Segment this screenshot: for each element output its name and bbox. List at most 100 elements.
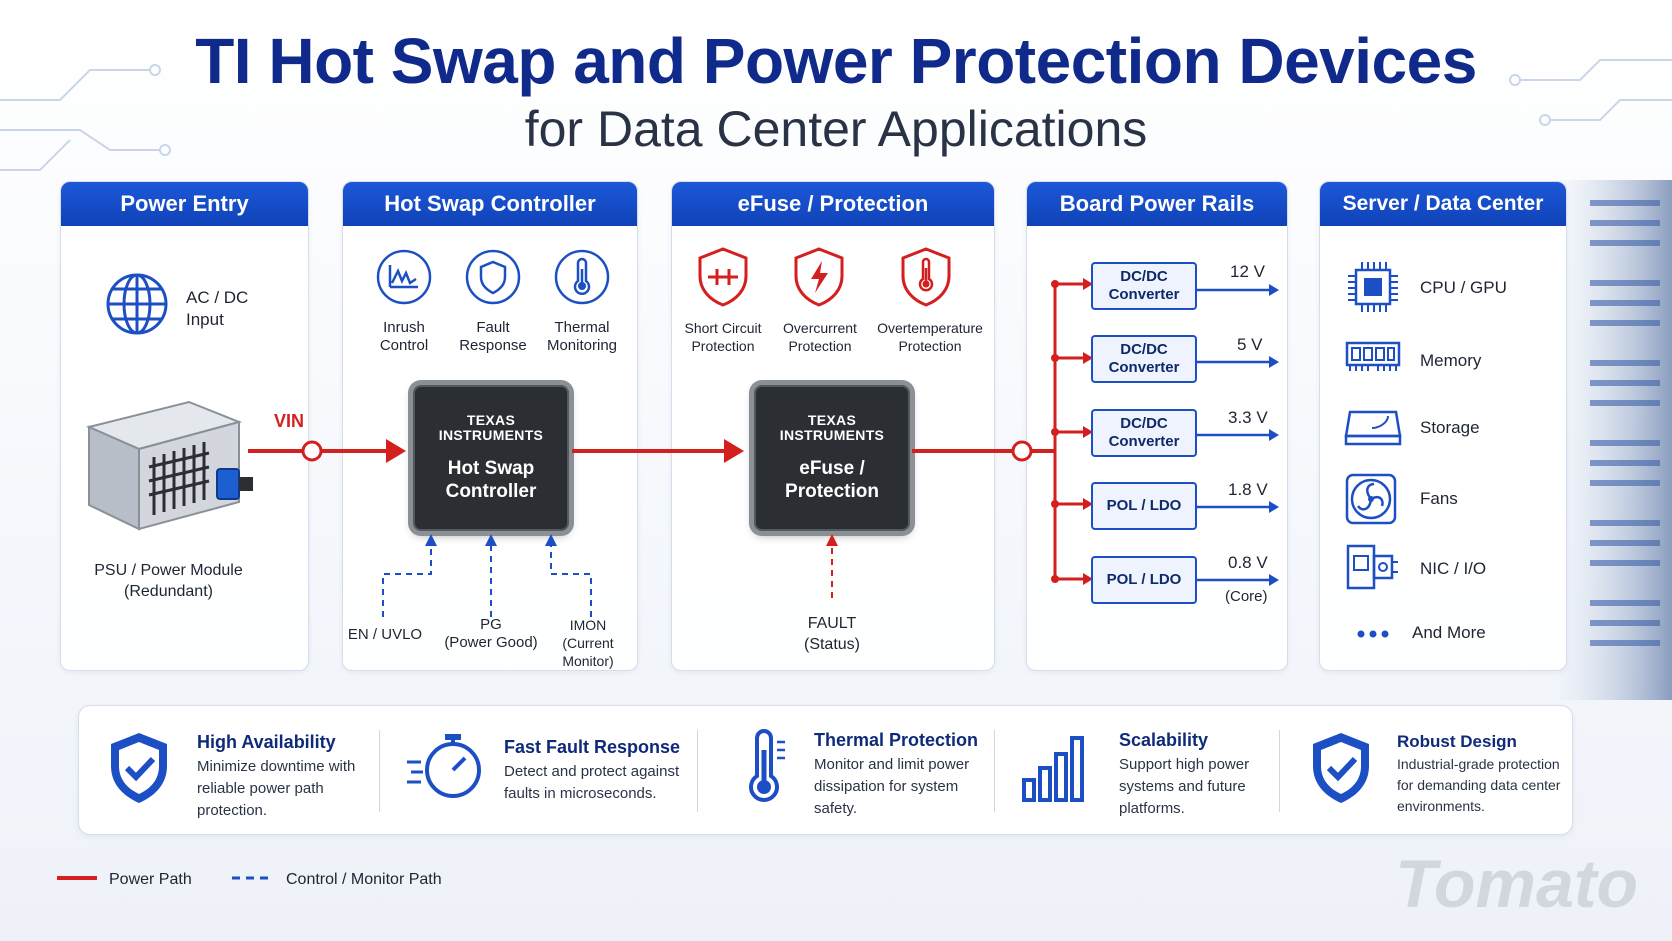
signal-pg: PG	[480, 616, 502, 633]
fan-icon	[1345, 473, 1397, 525]
input-label-line2: Input	[186, 310, 224, 329]
load-memory: Memory	[1420, 351, 1482, 370]
ef-icon-label-3a: Overtemperature	[877, 320, 983, 336]
panel-efuse-protection: eFuse / Protection Short Circuit Protect…	[671, 181, 995, 671]
fault-signal-line	[826, 534, 838, 598]
benefit-desc-3b: dissipation for system	[814, 778, 959, 795]
psu-module-icon	[85, 400, 253, 531]
benefit-desc-4a: Support high power	[1119, 756, 1250, 773]
input-label-line1: AC / DC	[186, 288, 249, 307]
page-subtitle: for Data Center Applications	[524, 101, 1148, 157]
panel-header-efuse: eFuse / Protection	[672, 182, 994, 226]
rail-distribution-lines	[1051, 278, 1279, 586]
rail-voltage-5v: 5 V	[1237, 335, 1263, 354]
benefit-desc-3c: safety.	[814, 800, 858, 817]
ef-icon-label-2a: Overcurrent	[783, 320, 857, 336]
benefit-desc-3a: Monitor and limit power	[814, 756, 970, 773]
legend-power-path: Power Path	[109, 871, 192, 888]
circuit-trace-decoration-left	[0, 64, 171, 171]
hs-icon-label-1a: Inrush	[383, 319, 425, 336]
benefit-desc-5c: environments.	[1397, 798, 1485, 814]
panel-header-rails: Board Power Rails	[1027, 182, 1287, 226]
signal-imon-desc: (Current Monitor)	[562, 635, 614, 669]
vin-label: VIN	[274, 411, 305, 431]
fault-status-label: (Status)	[803, 636, 860, 653]
stopwatch-icon	[407, 734, 481, 798]
ef-icon-label-1a: Short Circuit	[684, 320, 762, 336]
signal-imon: IMON	[569, 617, 607, 633]
rail-voltage-12v: 12 V	[1230, 262, 1265, 281]
load-nic-io: NIC / I/O	[1420, 559, 1487, 578]
signal-en-uvlo: EN / UVLO	[347, 626, 423, 643]
benefit-desc-2b: faults in microseconds.	[504, 785, 657, 802]
benefit-desc-5a: Industrial-grade protection	[1397, 756, 1560, 772]
benefit-title-2: Fast Fault Response	[504, 737, 681, 757]
shield-check-icon	[111, 733, 167, 803]
efuse-protection-chip: TEXAS INSTRUMENTS eFuse / Protection	[754, 385, 910, 531]
benefit-divider	[1279, 730, 1280, 812]
ti-logo: TEXAS INSTRUMENTS	[438, 412, 544, 443]
hs-icon-label-1b: Control	[379, 337, 429, 354]
benefit-title-5: Robust Design	[1397, 732, 1517, 751]
hs-icon-label-2b: Response	[459, 337, 527, 354]
benefit-divider	[994, 730, 995, 812]
load-cpu-gpu: CPU / GPU	[1420, 278, 1507, 297]
panel-hot-swap-controller: Hot Swap Controller Inrush Control Fault…	[342, 181, 638, 671]
short-circuit-shield-icon	[698, 247, 748, 307]
panel-power-entry: Power Entry AC / DC Input PSU / Power Mo…	[60, 181, 309, 671]
chip-name-line2: Protection	[785, 481, 879, 502]
cpu-icon	[1348, 262, 1398, 312]
benefit-desc-1b: reliable power path	[197, 780, 324, 797]
psu-label-line1: PSU / Power Module	[94, 562, 243, 579]
shield-icon	[465, 249, 521, 305]
storage-icon	[1344, 410, 1402, 446]
ef-icon-label-1b: Protection	[691, 338, 755, 354]
control-signal-lines-hot-swap	[382, 534, 592, 617]
hs-icon-label-3a: Thermal	[554, 319, 610, 336]
chip-name-line1: Hot Swap	[447, 458, 535, 479]
load-storage: Storage	[1420, 418, 1480, 437]
ti-logo: TEXAS INSTRUMENTS	[779, 412, 885, 443]
shield-check-icon	[1313, 733, 1369, 803]
benefit-title-1: High Availability	[197, 732, 336, 752]
thermometer-shield-icon	[901, 247, 951, 307]
more-icon	[1357, 630, 1389, 638]
benefit-desc-1c: protection.	[197, 802, 268, 819]
panel-header-power-entry: Power Entry	[61, 182, 308, 226]
benefit-divider	[379, 730, 380, 812]
load-fans: Fans	[1420, 489, 1458, 508]
benefit-desc-2a: Detect and protect against	[504, 763, 680, 780]
nic-icon	[1346, 544, 1398, 590]
rail-voltage-0v8: 0.8 V	[1228, 553, 1268, 572]
circuit-trace-decoration-right	[1509, 59, 1672, 126]
thermometer-icon	[554, 249, 610, 305]
benefit-title-3: Thermal Protection	[814, 730, 979, 750]
rail-voltage-1v8: 1.8 V	[1228, 480, 1268, 499]
thermometer-icon	[749, 729, 785, 802]
globe-icon	[106, 273, 168, 335]
rail-voltage-3v3: 3.3 V	[1228, 408, 1268, 427]
benefit-title-4: Scalability	[1119, 730, 1209, 750]
benefit-divider	[697, 730, 698, 812]
legend-control-path-swatch	[232, 876, 272, 880]
server-rack-background	[1560, 180, 1672, 700]
ef-icon-label-3b: Protection	[898, 338, 962, 354]
benefit-desc-4c: platforms.	[1119, 800, 1185, 817]
panel-header-hot-swap: Hot Swap Controller	[343, 182, 637, 226]
fault-label: FAULT	[807, 615, 857, 632]
rail-core-label: (Core)	[1225, 588, 1268, 605]
chip-name-line1: eFuse /	[799, 458, 865, 479]
hs-icon-label-2a: Fault	[476, 319, 510, 336]
legend-control-path: Control / Monitor Path	[286, 871, 442, 888]
chip-name-line2: Controller	[445, 481, 537, 502]
benefit-desc-4b: systems and future	[1119, 778, 1246, 795]
memory-icon	[1345, 341, 1401, 371]
ef-icon-label-2b: Protection	[788, 338, 852, 354]
benefits-strip: High Availability Minimize downtime with…	[78, 705, 1573, 835]
hot-swap-controller-chip: TEXAS INSTRUMENTS Hot Swap Controller	[413, 385, 569, 531]
panel-header-load: Server / Data Center Load	[1320, 182, 1566, 259]
